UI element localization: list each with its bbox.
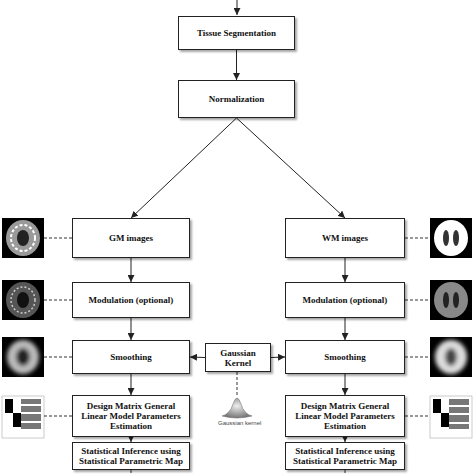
- box-text: Normalization: [205, 94, 269, 104]
- design-matrix-thumbnail: [430, 396, 472, 438]
- wm-modulated-thumbnail: [430, 280, 472, 320]
- process-box: Smoothing: [72, 340, 190, 374]
- kernel-caption: Gaussian kernel: [218, 420, 261, 426]
- process-box: Normalization: [178, 80, 295, 118]
- inference-box: Statistical Inference using Statistical …: [285, 442, 405, 470]
- flow-arrow: [236, 50, 237, 80]
- kernel-box: Gaussian Kernel: [205, 343, 271, 372]
- process-box: Modulation (optional): [285, 282, 405, 318]
- model-box: Design Matrix General Linear Model Param…: [72, 395, 190, 437]
- design-matrix-thumbnail: [2, 396, 44, 438]
- gm-smoothed-thumbnail: [2, 337, 44, 377]
- wm-thumbnail: [430, 218, 472, 258]
- image-box: GM images: [72, 218, 190, 258]
- gaussian-kernel-shape: [222, 398, 252, 418]
- leader-lines: [44, 238, 430, 474]
- flow-arrow: [131, 118, 237, 218]
- box-text: Modulation (optional): [85, 295, 178, 305]
- box-text: GM images: [105, 233, 157, 243]
- wm-smoothed-thumbnail: [430, 337, 472, 377]
- flow-arrow: [190, 357, 205, 359]
- flow-arrow: [237, 118, 346, 218]
- box-text: Tissue Segmentation: [193, 28, 280, 38]
- image-box: WM images: [285, 218, 405, 258]
- box-text: WM images: [318, 233, 372, 243]
- model-box: Design Matrix General Linear Model Param…: [285, 395, 405, 437]
- flow-arrow: [271, 357, 285, 359]
- box-text: Design Matrix General Linear Model Param…: [73, 401, 189, 431]
- inference-box: Statistical Inference using Statistical …: [72, 442, 190, 470]
- flow-arrow: [131, 258, 132, 282]
- process-box: Tissue Segmentation: [178, 16, 295, 50]
- flow-arrow: [345, 318, 346, 340]
- box-text: Statistical Inference using Statistical …: [73, 446, 189, 466]
- gm-modulated-thumbnail: [2, 280, 44, 320]
- flow-arrow: [131, 318, 132, 340]
- box-text: Smoothing: [320, 352, 370, 362]
- box-text: Design Matrix General Linear Model Param…: [286, 401, 404, 431]
- flow-arrow: [345, 258, 346, 282]
- gm-thumbnail: [2, 218, 44, 258]
- entry-arrow: [237, 0, 238, 15]
- box-text: Gaussian Kernel: [206, 348, 270, 368]
- box-text: Smoothing: [106, 352, 156, 362]
- box-text: Modulation (optional): [299, 295, 392, 305]
- flow-arrow: [345, 374, 346, 395]
- process-box: Modulation (optional): [72, 282, 190, 318]
- process-box: Smoothing: [285, 340, 405, 374]
- flow-arrow: [131, 374, 132, 395]
- box-text: Statistical Inference using Statistical …: [286, 446, 404, 466]
